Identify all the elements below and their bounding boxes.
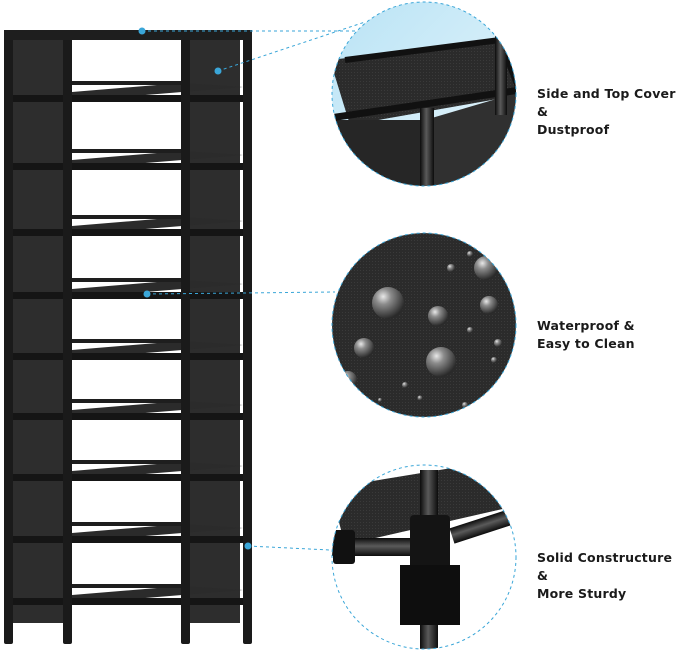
shelf-bar [4,474,252,481]
water-droplet [417,395,423,401]
water-droplet [426,347,456,377]
shelf-bar [4,163,252,170]
water-droplet [474,256,498,280]
shelf-bar [4,536,252,543]
shelf-bar [4,292,252,299]
shelf-back-bar [72,399,181,403]
shelf-back-bar [72,522,181,526]
shelf-bar [4,353,252,360]
shoe-rack [4,30,252,644]
shelf-back-bar [72,339,181,343]
water-droplet [467,251,473,257]
callout-lines [142,21,383,551]
joint-connector-detail [331,464,517,650]
water-droplet [428,306,448,326]
water-droplet [494,339,502,347]
water-droplet [447,264,455,272]
shelf-bar [4,413,252,420]
shelf-back-bar [72,215,181,219]
shelf-back-bar [72,149,181,153]
shelf-bar [4,598,252,605]
shelf-levels [4,81,252,605]
feature-label-sturdy: Solid Constructure & More Sturdy [537,550,673,601]
water-droplet [378,398,382,402]
water-droplet [462,402,468,408]
water-droplet [491,357,497,363]
shelf-bar [4,95,252,102]
water-droplets [339,251,502,408]
water-droplets-detail [331,232,517,418]
water-droplet [339,371,357,389]
shelf-back-bar [72,584,181,588]
shelf-back-bar [72,460,181,464]
rack-posts [4,32,252,644]
feature-label-dustproof: Side and Top Cover & Dustproof [537,86,676,137]
feature-label-waterproof: Waterproof & Easy to Clean [537,318,635,351]
shelf-back-bar [72,81,181,85]
callout-dots [138,27,252,550]
water-droplet [467,327,473,333]
water-droplet [402,382,408,388]
side-fabric-panels [13,38,240,623]
top-cover [4,30,252,40]
shelf-back-bar [72,278,181,282]
dustproof-cover-detail [331,1,517,187]
water-droplet [372,287,404,319]
water-droplet [480,296,498,314]
shelf-bar [4,229,252,236]
water-droplet [354,338,374,358]
